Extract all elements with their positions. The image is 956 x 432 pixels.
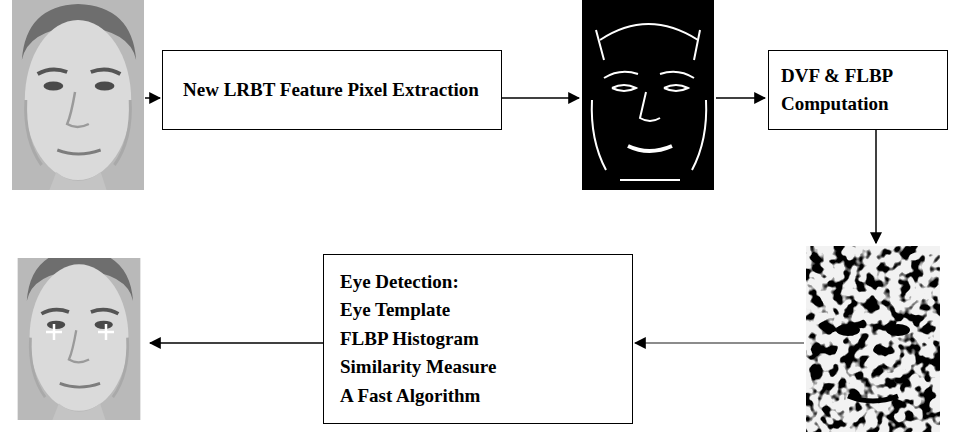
box-label: New LRBT Feature Pixel Extraction [183, 76, 481, 105]
box-line: A Fast Algorithm [340, 382, 616, 411]
feature-pixel-image [582, 0, 714, 190]
process-box: New LRBT Feature Pixel Extraction [162, 50, 502, 130]
process-box: Eye Detection:Eye TemplateFLBP Histogram… [323, 254, 633, 424]
flbp-texture-image [806, 246, 940, 432]
box-label: Eye Detection: [340, 268, 616, 297]
input-face-photo [12, 0, 144, 190]
node-body: DVF & FLBP Computation [781, 62, 935, 119]
box-line: Eye Template [340, 296, 616, 325]
output-face-photo [18, 246, 141, 420]
box-label: DVF & FLBP Computation [781, 62, 935, 119]
box-line: Similarity Measure [340, 353, 616, 382]
node-body: Eye Detection:Eye TemplateFLBP Histogram… [340, 268, 616, 411]
box-line: FLBP Histogram [340, 325, 616, 354]
node-body: New LRBT Feature Pixel Extraction [183, 76, 481, 105]
process-box: DVF & FLBP Computation [768, 50, 948, 130]
